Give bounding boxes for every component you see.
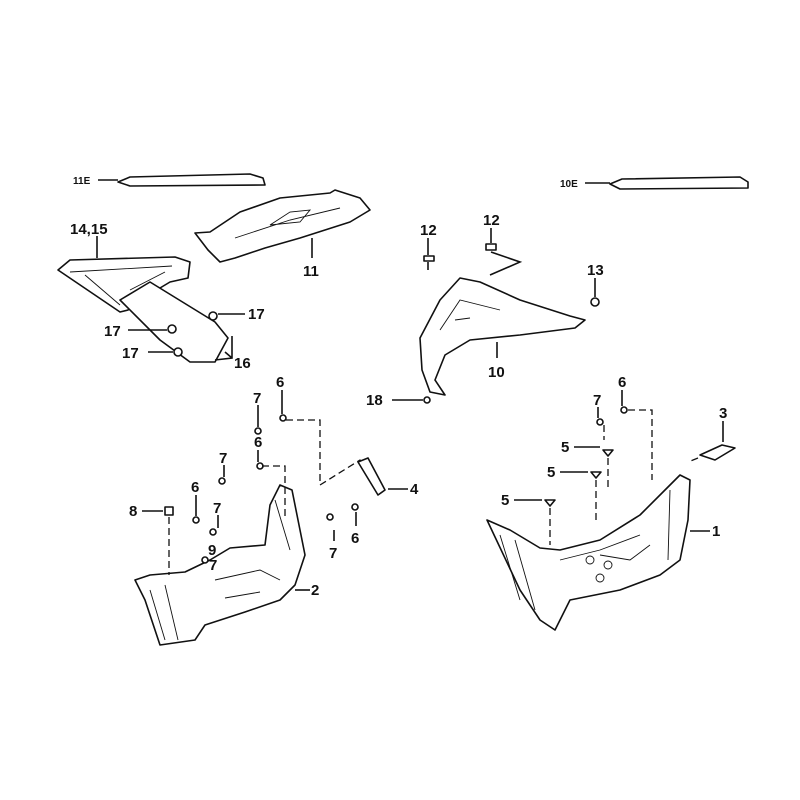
callout-10: 10 (488, 364, 505, 381)
callout-17: 17 (104, 323, 121, 340)
callout-3: 3 (719, 405, 727, 422)
decal-11E (98, 173, 266, 187)
decal-10E (585, 176, 749, 190)
callout-6: 6 (276, 374, 284, 391)
callout-6: 6 (254, 434, 262, 451)
part-2-left-footrest (134, 484, 310, 646)
callout-7: 7 (209, 557, 217, 574)
callout-6: 6 (351, 530, 359, 547)
callout-14-15: 14,15 (70, 221, 108, 238)
callout-5: 5 (547, 464, 555, 481)
callout-2: 2 (311, 582, 319, 599)
part-14-15-rack (57, 236, 245, 363)
callout-7: 7 (593, 392, 601, 409)
fasteners (142, 390, 736, 575)
callout-11: 11 (303, 263, 319, 280)
callout-16: 16 (234, 355, 251, 372)
callout-13: 13 (587, 262, 604, 279)
callout-4: 4 (410, 481, 419, 498)
part-11-rear-cover (194, 189, 371, 263)
callout-9: 9 (208, 542, 216, 559)
callout-12: 12 (483, 212, 500, 229)
callout-7: 7 (253, 390, 261, 407)
callout-6: 6 (191, 479, 199, 496)
callout-11E: 11E (73, 176, 91, 187)
callout-18: 18 (366, 392, 383, 409)
callout-7: 7 (219, 450, 227, 467)
callout-10E: 10E (560, 179, 578, 190)
callout-6: 6 (618, 374, 626, 391)
callout-7: 7 (329, 545, 337, 562)
callout-labels: 11E 10E 14,15 11 12 12 13 10 17 17 17 16… (70, 176, 727, 599)
part-1-right-footrest (486, 474, 710, 631)
callout-5: 5 (501, 492, 509, 509)
callout-17: 17 (122, 345, 139, 362)
callout-5: 5 (561, 439, 569, 456)
callout-7: 7 (213, 500, 221, 517)
callout-17: 17 (248, 306, 265, 323)
part-10-side-cover (392, 228, 600, 404)
callout-1: 1 (712, 523, 720, 540)
callout-12: 12 (420, 222, 437, 239)
callout-8: 8 (129, 503, 137, 520)
